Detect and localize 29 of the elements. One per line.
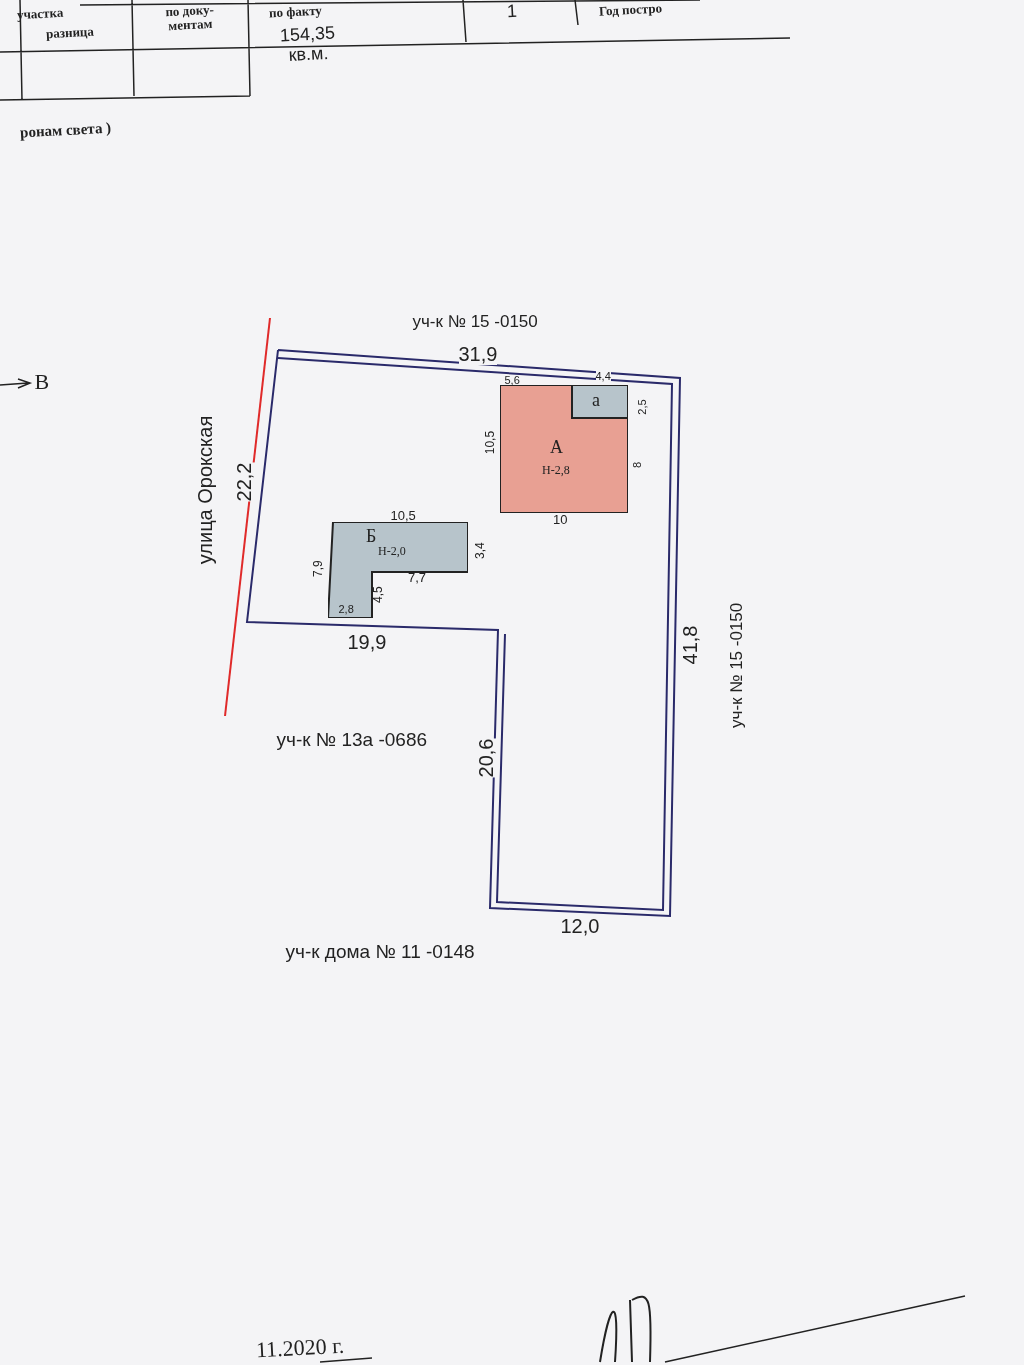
table-header-cell: Год постро (598, 1, 662, 19)
dimension-label: 7,7 (408, 571, 427, 586)
table-header-cell: разница (45, 24, 95, 42)
dimension-label: 2,5 (635, 399, 648, 415)
height-label: Н-2,8 (542, 463, 570, 478)
height-label: Н-2,0 (378, 544, 406, 559)
dimension-label: 2,8 (338, 603, 354, 616)
building-letter: Б (366, 526, 377, 547)
table-cell: 1 (506, 1, 518, 23)
dimension-label: 10,5 (390, 509, 416, 524)
note-text: ронам света ) (19, 119, 112, 141)
dimension-label: 10,5 (483, 430, 497, 454)
neighbor-plot-label: уч-к № 15 -0150 (727, 602, 747, 728)
dimension-label: 8 (631, 462, 644, 469)
table-header-cell: участка (16, 5, 64, 23)
dimension-label: 5,6 (504, 374, 520, 387)
date-text: 11.2020 г. (255, 1333, 345, 1363)
dimension-label: 4,5 (371, 585, 385, 603)
building-letter: а (592, 390, 600, 411)
compass-letter: В (34, 370, 50, 395)
neighbor-plot-label: уч-к № 13а -0686 (276, 729, 428, 751)
street-name: улица Орокская (194, 415, 217, 565)
neighbor-plot-label: уч-к дома № 11 -0148 (285, 941, 475, 963)
table-cell-text: 154,35 кв.м. (278, 22, 337, 67)
dimension-label: 10 (553, 513, 568, 528)
neighbor-plot-label: уч-к № 15 -0150 (412, 312, 538, 332)
building-letter: А (550, 437, 563, 458)
table-header-cell: по факту (268, 3, 322, 21)
table-header-cell-text: по доку- ментам (164, 1, 216, 35)
